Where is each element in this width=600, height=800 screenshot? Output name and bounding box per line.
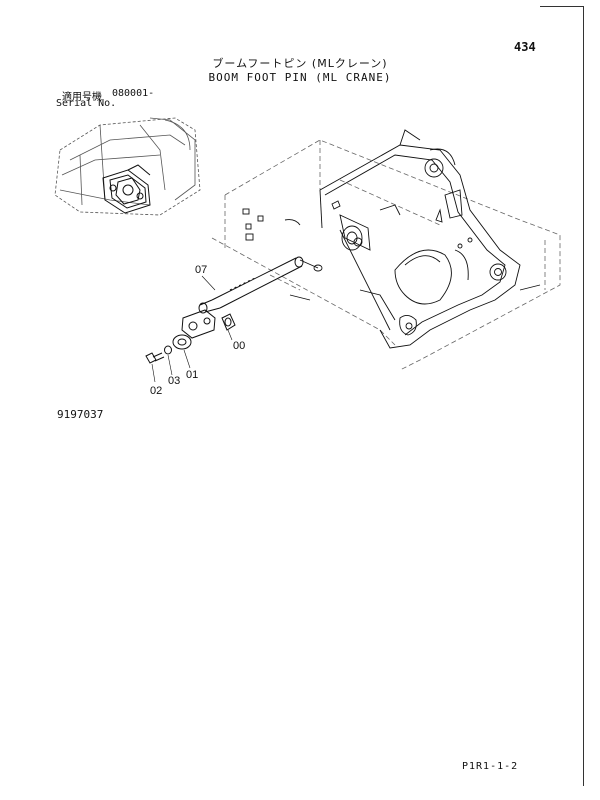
serial-label-english: Serial No. bbox=[56, 98, 117, 109]
title-english: BOOM FOOT PIN (ML CRANE) bbox=[208, 71, 392, 84]
callout-00: 00 bbox=[233, 340, 245, 352]
page-code: P1R1-1-2 bbox=[462, 761, 519, 772]
boom-bracket bbox=[242, 129, 541, 349]
callout-01: 01 bbox=[186, 369, 198, 381]
callout-03: 03 bbox=[168, 375, 180, 387]
lock-plate-01 bbox=[181, 309, 216, 339]
page-number: 434 bbox=[514, 40, 536, 54]
title-japanese: ブームフートピン (MLクレーン) bbox=[212, 57, 388, 70]
bolt-02 bbox=[145, 352, 165, 364]
leader-lines bbox=[151, 275, 233, 383]
washer-03 bbox=[164, 345, 172, 355]
serial-number-value: 080001- bbox=[112, 88, 155, 99]
drawing-number: 9197037 bbox=[57, 408, 104, 421]
callout-07: 07 bbox=[195, 264, 207, 276]
page-border-top bbox=[540, 6, 584, 7]
plate-washer bbox=[172, 334, 192, 350]
boom-foot-pin-07 bbox=[198, 256, 304, 314]
page-border-right bbox=[583, 6, 584, 786]
excavator-thumbnail bbox=[54, 117, 201, 216]
serial-label-japanese: 適用号機 bbox=[62, 92, 102, 103]
callout-02: 02 bbox=[150, 385, 162, 397]
upper-frame-outline bbox=[211, 139, 561, 371]
spacer-00 bbox=[221, 313, 236, 331]
